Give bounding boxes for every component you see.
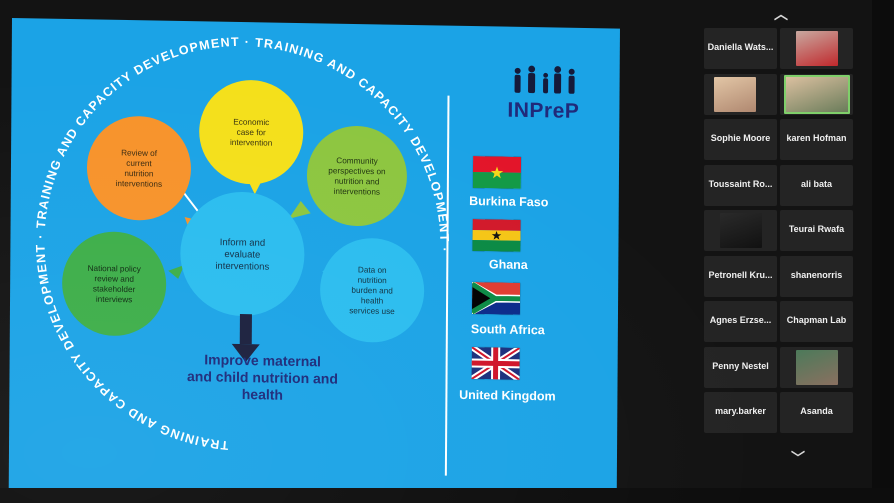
community-label-line: Community <box>336 156 378 166</box>
circle-data <box>320 238 425 343</box>
participant-name: Teurai Rwafa <box>788 224 845 234</box>
participant-tile[interactable]: Teurai Rwafa <box>780 210 853 251</box>
participant-name: Penny Nestel <box>712 360 769 371</box>
goal-line-3: health <box>242 386 283 403</box>
participant-name: Chapman Lab <box>786 315 847 325</box>
center-circle-label: Inform andevaluateinterventions <box>215 237 269 273</box>
participant-video <box>796 349 838 385</box>
data-label-line: health <box>361 296 384 305</box>
participant-tile[interactable]: Chapman Lab <box>780 301 853 342</box>
data-circle-label: Data onnutritionburden andhealthservices… <box>349 265 395 316</box>
participant-name: Agnes Erzse... <box>709 315 772 325</box>
participant-name: Daniella Wats... <box>707 42 774 52</box>
arrow-national <box>168 265 185 279</box>
national-label-line: stakeholder <box>93 284 136 294</box>
national-label-line: interviews <box>96 295 132 305</box>
review-circle-label: Review ofcurrentnutritioninterventions <box>116 148 163 189</box>
participant-tile[interactable]: Daniella Wats... <box>704 28 777 69</box>
circle-review <box>86 116 191 221</box>
data-label-line: services use <box>349 306 395 316</box>
participant-name: ali bata <box>800 178 832 189</box>
participant-name: shanenorris <box>790 269 843 280</box>
review-label-line: current <box>126 159 152 168</box>
participant-video <box>784 74 850 114</box>
data-label-line: Data on <box>358 265 387 275</box>
participant-tile[interactable]: shanenorris <box>780 255 853 297</box>
review-label-line: interventions <box>116 179 162 189</box>
national-label-line: review and <box>94 274 134 284</box>
community-circle-label: Communityperspectives onnutrition andint… <box>328 156 386 197</box>
participant-tile[interactable]: Toussaint Ro... <box>704 164 777 206</box>
economic-label-line: case for <box>237 128 266 138</box>
burkina-faso-flag <box>472 156 522 189</box>
screen-bezel-right <box>872 0 894 503</box>
united-kingdom-flag <box>471 347 520 380</box>
ghana-flag <box>472 219 521 252</box>
center-label-line: evaluate <box>224 249 260 261</box>
participant-tile[interactable]: ali bata <box>780 164 853 206</box>
participant-video <box>796 31 838 66</box>
south-africa-flag <box>471 282 521 315</box>
shared-slide: TRAINING AND CAPACITY DEVELOPMENT · TRAI… <box>8 18 620 499</box>
economic-label-line: Economic <box>233 117 269 127</box>
down-arrow-head <box>231 343 260 363</box>
participant-tile[interactable] <box>780 28 853 69</box>
national-label-line: National policy <box>88 264 142 274</box>
screen-bezel-bottom <box>0 488 894 503</box>
inprep-logo: INPreP <box>493 62 593 128</box>
family-silhouette-icon <box>514 65 575 94</box>
participant-name: karen Hofman <box>786 133 847 143</box>
participant-tile[interactable]: karen Hofman <box>780 119 853 160</box>
community-label-line: perspectives on <box>328 166 386 176</box>
country-label-burkina-faso: Burkina Faso <box>469 193 549 210</box>
participant-tile[interactable]: Agnes Erzse... <box>704 301 777 342</box>
community-label-line: nutrition and <box>334 177 380 187</box>
economic-label-line: intervention <box>230 138 273 148</box>
goal-line-1: Improve maternal <box>204 351 321 369</box>
circle-economic <box>199 80 304 185</box>
data-label-line: nutrition <box>358 276 388 286</box>
participant-tile[interactable] <box>704 210 777 251</box>
participant-tile[interactable]: Petronell Kru... <box>704 255 777 297</box>
circle-community <box>306 126 407 227</box>
participants-panel: Daniella Wats... Sophie Moore karen Hofman… <box>704 28 870 448</box>
participant-tile[interactable] <box>780 73 853 115</box>
country-label-south-africa: South Africa <box>470 322 545 338</box>
participant-video <box>720 213 762 248</box>
participant-name: mary.barker <box>715 406 766 416</box>
economic-circle-label: Economiccase forintervention <box>230 117 273 147</box>
center-label-line: Inform and <box>220 237 265 249</box>
review-label-line: nutrition <box>124 169 154 179</box>
slide-diagram: TRAINING AND CAPACITY DEVELOPMENT · TRAI… <box>32 31 453 456</box>
participant-video <box>714 76 756 112</box>
participant-name: Sophie Moore <box>710 133 771 143</box>
participant-tile[interactable] <box>780 346 853 388</box>
national-circle-label: National policyreview andstakeholderinte… <box>87 264 141 305</box>
review-label-line: Review of <box>121 148 158 158</box>
center-label-line: interventions <box>215 261 269 273</box>
chevron-up-icon[interactable]: ︿ <box>774 6 788 22</box>
participant-tile[interactable]: Asanda <box>780 392 853 433</box>
participant-tile[interactable] <box>704 73 777 115</box>
participant-name: Asanda <box>800 406 833 416</box>
down-arrow-shaft <box>239 313 252 345</box>
circle-center <box>180 192 305 317</box>
country-label-ghana: Ghana <box>488 257 528 273</box>
participant-tile[interactable]: Penny Nestel <box>704 346 777 388</box>
participant-tile[interactable]: mary.barker <box>704 392 777 433</box>
chevron-down-icon[interactable]: ﹀ <box>791 450 805 466</box>
participant-name: Toussaint Ro... <box>708 178 773 189</box>
country-label-united-kingdom: United Kingdom <box>459 387 556 404</box>
circle-national <box>62 231 167 336</box>
participant-tile[interactable]: Sophie Moore <box>704 119 777 160</box>
logo-text: INPreP <box>507 98 580 123</box>
participant-name: Petronell Kru... <box>708 269 773 280</box>
community-label-line: interventions <box>334 187 380 197</box>
goal-line-2: and child nutrition and <box>187 368 338 387</box>
data-label-line: burden and <box>351 286 393 296</box>
arrow-community <box>288 201 311 219</box>
arrow-economic <box>248 182 261 195</box>
